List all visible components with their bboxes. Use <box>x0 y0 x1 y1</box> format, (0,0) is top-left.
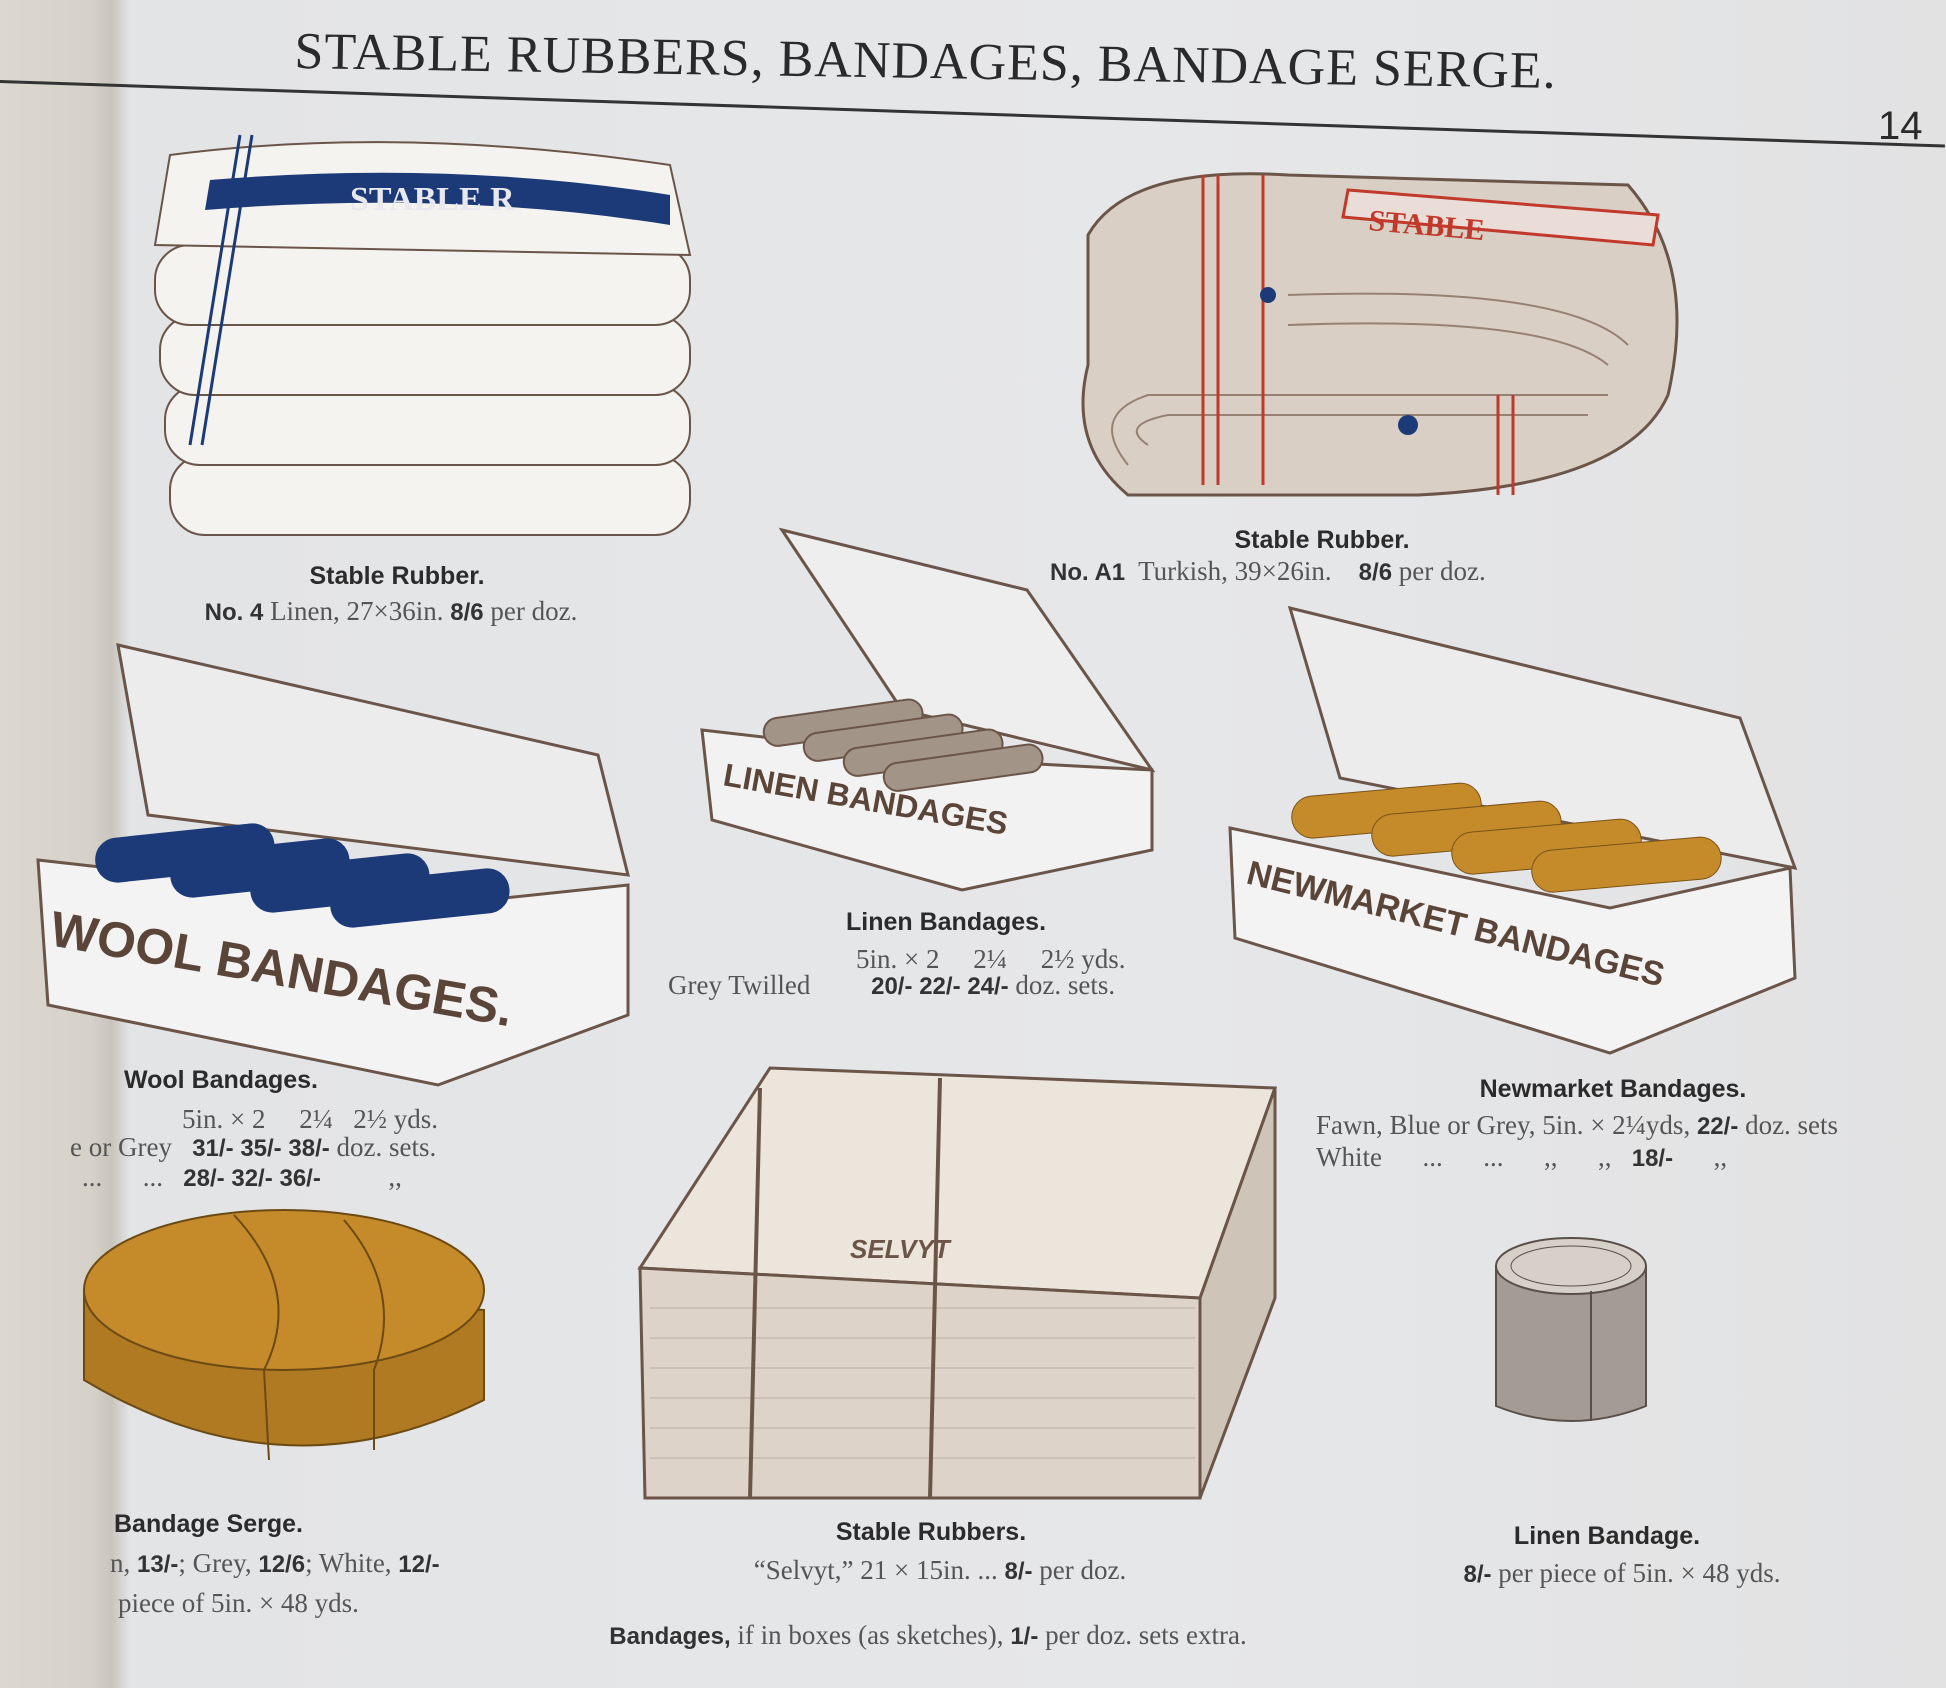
bandage-serge-illustration <box>83 1209 485 1461</box>
linen-bandage-caption: Linen Bandage. <box>1513 1522 1701 1550</box>
stable-rubber-turkish-illustration: STABLE <box>1081 172 1679 497</box>
linen-bandage-roll-illustration <box>1495 1237 1647 1422</box>
page-number: 14 <box>1878 104 1923 148</box>
stable-rubber-linen-caption: Stable Rubber. <box>309 562 485 590</box>
footer-note: Bandages, if in boxes (as sketches), 1/-… <box>609 1620 1247 1650</box>
stable-rubber-turkish-details: No. A1 Turkish, 39×26in. 8/6 per doz. <box>1050 556 1486 586</box>
linen-bandages-prices: Grey Twilled 20/- 22/- 24/- doz. sets. <box>668 970 1116 1000</box>
stable-rubber-linen-details: No. 4 Linen, 27×36in. 8/6 per doz. <box>204 596 578 626</box>
stable-rubber-turkish-caption: Stable Rubber. <box>1234 526 1410 554</box>
bandage-serge-prices: n, 13/-; Grey, 12/6; White, 12/- <box>110 1548 440 1578</box>
wool-bandages-caption: Wool Bandages. <box>124 1066 319 1094</box>
svg-text:STABLE R: STABLE R <box>350 181 515 218</box>
page-title: STABLE RUBBERS, BANDAGES, BANDAGE SERGE. <box>294 22 1558 100</box>
newmarket-bandages-box-illustration: NEWMARKET BANDAGES <box>1228 605 1798 1055</box>
wool-bandages-box-illustration: WOOL BANDAGES. <box>36 643 630 1087</box>
wool-bandages-sizes: 5in. × 2 2¼ 2½ yds. <box>182 1104 438 1134</box>
bandage-serge-caption: Bandage Serge. <box>114 1510 303 1538</box>
wool-bandages-row-1: e or Grey 31/- 35/- 38/- doz. sets. <box>70 1132 437 1162</box>
svg-text:SELVYT: SELVYT <box>850 1234 952 1264</box>
selvyt-stable-rubbers-details: “Selvyt,” 21 × 15in. ... 8/- per doz. <box>753 1555 1127 1585</box>
linen-bandages-sizes: 5in. × 2 2¼ 2½ yds. <box>856 944 1126 974</box>
selvyt-stable-rubbers-caption: Stable Rubbers. <box>835 1518 1027 1546</box>
bandage-serge-size: piece of 5in. × 48 yds. <box>118 1588 359 1618</box>
stable-rubber-linen-illustration: STABLE R <box>153 134 692 536</box>
wool-bandages-row-2: ... ... 28/- 32/- 36/- ,, <box>82 1162 402 1192</box>
selvyt-stable-rubbers-illustration: SELVYT <box>637 1066 1278 1500</box>
newmarket-bandages-caption: Newmarket Bandages. <box>1479 1075 1747 1103</box>
newmarket-bandages-row-1: Fawn, Blue or Grey, 5in. × 2¼yds, 22/- d… <box>1316 1110 1839 1140</box>
linen-bandages-box-illustration: LINEN BANDAGES <box>700 527 1156 892</box>
linen-bandages-caption: Linen Bandages. <box>845 908 1047 936</box>
newmarket-bandages-row-2: White ... ... ,, ,, 18/- ,, <box>1316 1142 1728 1172</box>
linen-bandage-details: 8/- per piece of 5in. × 48 yds. <box>1463 1558 1781 1588</box>
